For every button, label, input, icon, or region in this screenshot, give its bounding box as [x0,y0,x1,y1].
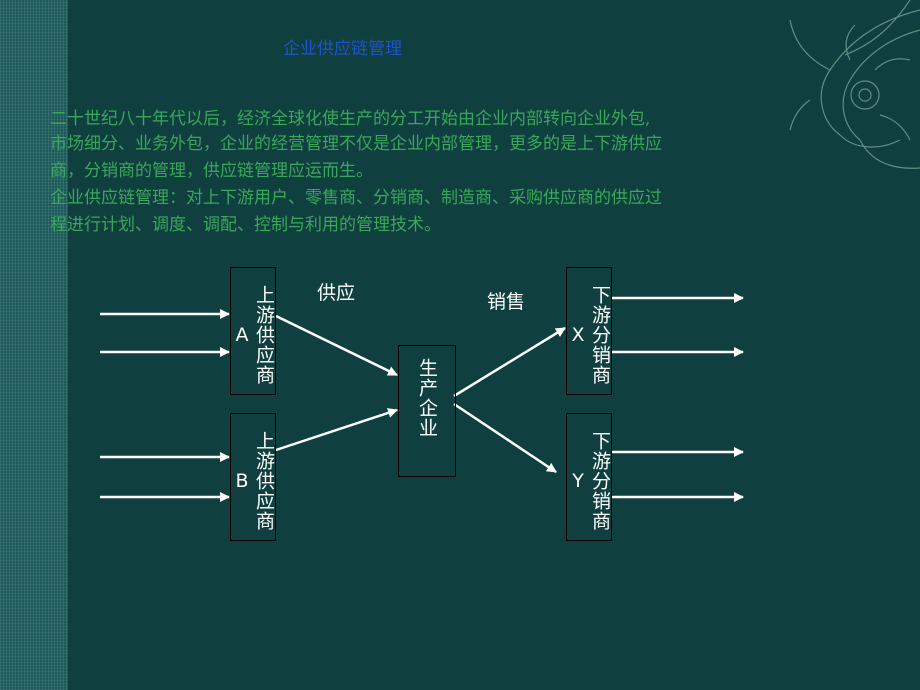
sales-arrow-y [453,402,557,474]
distributor-x-label: 下游分销商X [567,285,611,385]
slide-title: 企业供应链管理 [283,39,402,59]
diagram-arrows [100,293,744,502]
distributor-x-box: 下游分销商X [566,267,612,395]
sales-label: 销售 [487,291,526,313]
distributor-y-box: 下游分销商Y [566,413,612,541]
paragraph-1-line-3: 商，分销商的管理，供应链管理应运而生。 [50,161,373,181]
paragraph-1-line-1: 二十世纪八十年代以后，经济全球化使生产的分工开始由企业内部转向企业外包, [50,109,651,129]
supplier-b-label: 上游供应商B [231,431,275,531]
sales-arrow-x [453,326,566,398]
ornament-icon [789,0,920,169]
producer-label: 生产企业 [416,358,438,438]
paragraph-2-line-1: 企业供应链管理：对上下游用户、零售商、分销商、制造商、采购供应商的供应过 [50,188,662,208]
paragraph-2-line-2: 程进行计划、调度、调配、控制与利用的管理技术。 [50,215,441,235]
supplier-a-box: 上游供应商A [230,267,276,395]
supplier-b-box: 上游供应商B [230,413,276,541]
supply-chain-diagram: 上游供应商A 上游供应商B 生产企业 下游分销商X 下游分销商Y 供应 销售 [0,250,920,550]
decorative-left-bar [0,0,68,690]
distributor-y-label: 下游分销商Y [567,431,611,531]
paragraph-1-line-2: 市场细分、业务外包，企业的经营管理不仅是企业内部管理，更多的是上下游供应 [50,134,662,154]
supply-arrow-a [275,314,398,377]
supplier-a-label: 上游供应商A [231,285,275,385]
producer-box: 生产企业 [398,345,456,477]
supply-arrow-b [275,408,398,452]
supply-label: 供应 [317,282,356,304]
